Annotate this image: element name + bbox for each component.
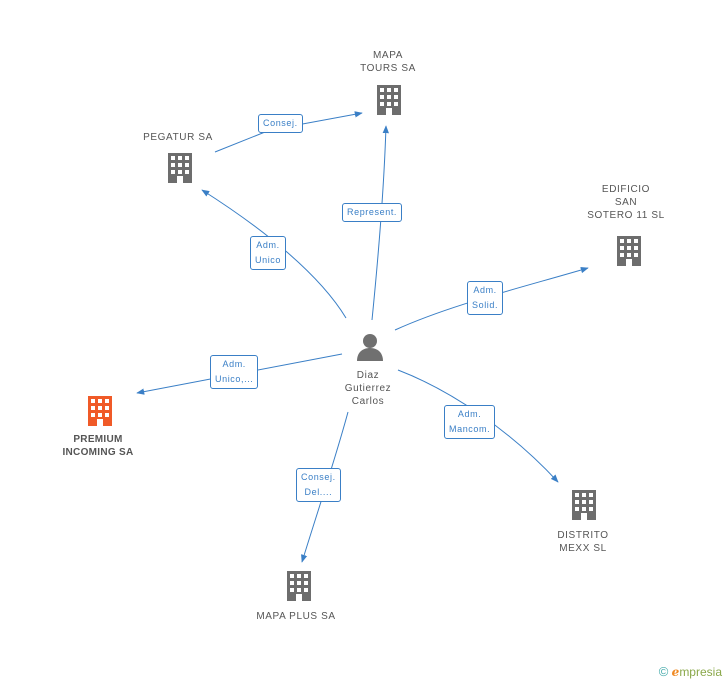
label-line: TOURS SA	[360, 63, 416, 74]
brand-name: mpresia	[679, 665, 722, 679]
relation-adm-solid[interactable]: Adm. Solid.	[467, 281, 504, 315]
brand-initial: e	[671, 665, 680, 679]
label-line: DISTRITO	[557, 530, 609, 541]
person-icon[interactable]	[357, 334, 383, 361]
rel-line: Del....	[304, 487, 333, 497]
building-icon[interactable]	[88, 396, 112, 426]
rel-line: Adm.	[473, 285, 497, 295]
relation-adm-unico[interactable]: Adm. Unico	[250, 236, 287, 270]
building-icon[interactable]	[572, 490, 596, 520]
node-label-center[interactable]: Diaz Gutierrez Carlos	[318, 369, 418, 408]
building-icon[interactable]	[377, 85, 401, 115]
building-icon[interactable]	[168, 153, 192, 183]
rel-line: Unico,...	[215, 374, 254, 384]
rel-line: Consej.	[263, 118, 298, 128]
label-line: SAN	[614, 197, 638, 208]
label-line: INCOMING SA	[62, 447, 134, 458]
rel-line: Represent.	[347, 207, 398, 217]
relation-adm-unico-multi[interactable]: Adm. Unico,...	[210, 355, 259, 389]
rel-line: Adm.	[222, 359, 246, 369]
node-label-mapa-plus[interactable]: MAPA PLUS SA	[246, 610, 346, 623]
copyright-symbol: ©	[658, 664, 669, 679]
rel-line: Mancom.	[449, 424, 491, 434]
rel-line: Adm.	[457, 409, 482, 419]
label-line: Diaz	[356, 370, 380, 381]
node-label-pegatur[interactable]: PEGATUR SA	[128, 131, 228, 144]
relation-represent[interactable]: Represent.	[342, 203, 403, 222]
label-line: MEXX SL	[559, 543, 607, 554]
node-label-distrito[interactable]: DISTRITO MEXX SL	[533, 529, 633, 555]
rel-line: Solid.	[472, 300, 499, 310]
label-line: EDIFICIO	[601, 184, 651, 195]
node-label-mapa-tours[interactable]: MAPA TOURS SA	[348, 49, 428, 75]
label-line: Gutierrez	[344, 383, 392, 394]
rel-line: Adm.	[256, 240, 280, 250]
rel-line: Unico	[255, 255, 282, 265]
label-line: MAPA PLUS SA	[256, 611, 336, 622]
rel-line: Consej.	[301, 472, 336, 482]
relation-consej-del[interactable]: Consej. Del....	[296, 468, 341, 502]
node-label-premium[interactable]: PREMIUM INCOMING SA	[43, 433, 153, 459]
label-line: SOTERO 11 SL	[587, 210, 665, 221]
label-line: PREMIUM	[73, 434, 123, 445]
edge-center-pegatur	[201, 189, 347, 319]
node-label-edificio[interactable]: EDIFICIO SAN SOTERO 11 SL	[576, 183, 676, 222]
edge-center-mapa-tours	[371, 125, 389, 321]
label-line: Carlos	[351, 396, 385, 407]
relation-consej[interactable]: Consej.	[258, 114, 303, 133]
label-line: PEGATUR SA	[143, 132, 213, 143]
copyright-notice: © empresia	[659, 664, 722, 679]
relation-adm-mancom[interactable]: Adm. Mancom.	[444, 405, 496, 439]
building-icon[interactable]	[287, 571, 311, 601]
label-line: MAPA	[373, 50, 403, 61]
building-icon[interactable]	[617, 236, 641, 266]
